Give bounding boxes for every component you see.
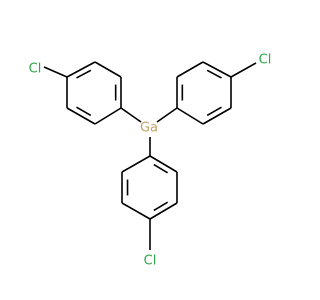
bond-group <box>43 61 257 250</box>
left-ring-bond <box>66 107 96 125</box>
right-ring-bond <box>202 61 232 78</box>
right-c-ga-bond <box>156 107 178 123</box>
chlorine-atom-label-left: Cl <box>29 62 42 77</box>
left-ring-bond <box>66 61 96 78</box>
bottom-ring-double-bond <box>153 201 169 212</box>
right-c-cl-bond <box>230 62 257 78</box>
bottom-ring-bond <box>121 155 151 173</box>
left-ring-double-bond <box>76 69 92 79</box>
left-ring-bond <box>94 61 122 78</box>
structure-canvas: Ga Cl Cl Cl <box>29 53 272 269</box>
gallium-atom-label: Ga <box>140 121 158 136</box>
bottom-ring-bond <box>149 202 178 220</box>
bottom-ring-double-bond <box>153 163 169 174</box>
atom-label-group: Ga Cl Cl Cl <box>29 53 272 269</box>
right-ring-bond <box>176 61 204 78</box>
right-ring-bond <box>202 107 232 125</box>
chlorine-atom-label-bottom: Cl <box>144 254 157 269</box>
chlorine-atom-label-right: Cl <box>259 53 272 68</box>
right-ring-bond <box>176 107 204 125</box>
left-ring-double-bond <box>76 106 92 117</box>
left-ring-bond <box>94 107 122 125</box>
molecule-drawing: Ga Cl Cl Cl <box>29 53 272 269</box>
bottom-ring-bond <box>121 202 151 220</box>
left-c-ga-bond <box>120 107 142 123</box>
left-c-cl-bond <box>43 66 68 78</box>
bottom-ring-bond <box>149 155 178 173</box>
right-ring-double-bond <box>206 69 222 79</box>
right-ring-double-bond <box>206 106 222 117</box>
